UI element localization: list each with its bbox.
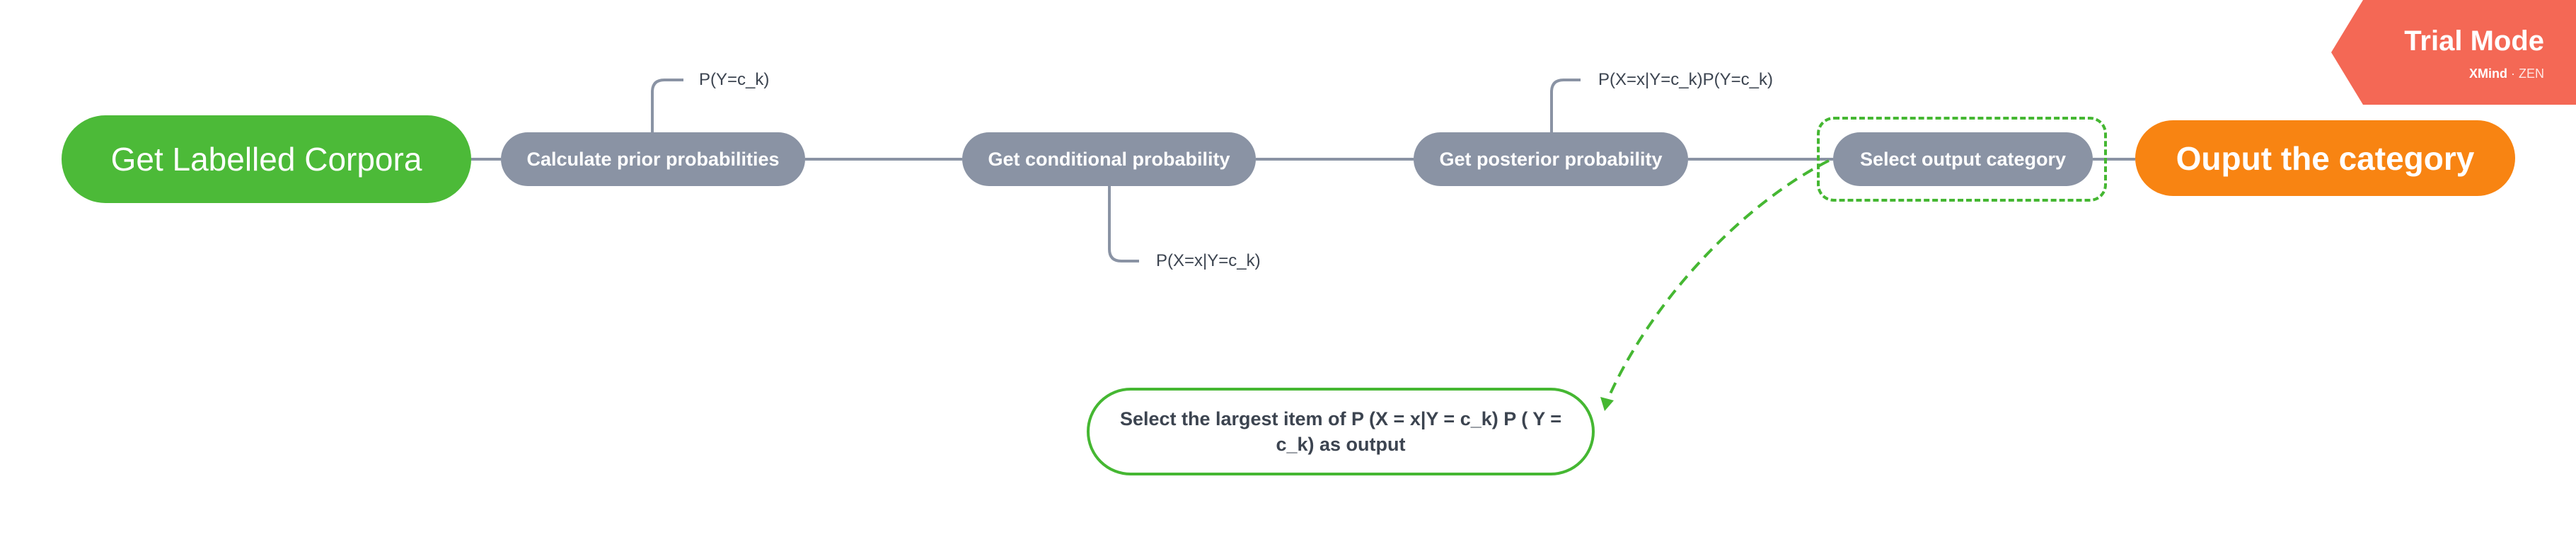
step-posterior-probability-label: Get posterior probability	[1439, 148, 1663, 170]
step-conditional-probability-label: Get conditional probability	[988, 148, 1230, 170]
leaf-prior[interactable]: P(Y=c_k)	[699, 69, 769, 91]
selection-frame	[1817, 117, 2107, 202]
relationship-arrowhead	[1600, 397, 1614, 411]
leaf-posterior-label: P(X=x|Y=c_k)P(Y=c_k)	[1598, 70, 1773, 89]
relationship-curve	[1605, 159, 1830, 404]
connector-step1-to-leaf-prior	[651, 79, 683, 132]
root-topic-label: Get Labelled Corpora	[110, 141, 422, 178]
step-conditional-probability[interactable]: Get conditional probability	[962, 132, 1256, 186]
step-calculate-prior-label: Calculate prior probabilities	[526, 148, 780, 170]
relationship-note[interactable]: Select the largest item of P (X = x|Y = …	[1087, 388, 1595, 475]
step-select-output-category[interactable]: Select output category	[1833, 132, 2093, 186]
trial-badge-shape	[2331, 0, 2576, 105]
end-topic-label: Ouput the category	[2176, 139, 2475, 177]
brand-name: XMind	[2469, 67, 2507, 81]
root-topic[interactable]: Get Labelled Corpora	[62, 115, 471, 203]
step-calculate-prior[interactable]: Calculate prior probabilities	[501, 132, 805, 186]
connector-step2-to-leaf-conditional	[1108, 186, 1139, 262]
trial-mode-brand: XMind · ZEN	[2469, 67, 2544, 81]
edition-name: ZEN	[2519, 67, 2544, 81]
end-topic[interactable]: Ouput the category	[2135, 120, 2515, 196]
step-posterior-probability[interactable]: Get posterior probability	[1414, 132, 1688, 186]
leaf-posterior[interactable]: P(X=x|Y=c_k)P(Y=c_k)	[1598, 69, 1773, 91]
relationship-note-label: Select the largest item of P (X = x|Y = …	[1119, 408, 1562, 455]
edition-separator: ·	[2507, 67, 2519, 81]
trial-mode-badge[interactable]: Trial Mode XMind · ZEN	[2331, 0, 2576, 106]
step-select-output-category-label: Select output category	[1859, 148, 2067, 170]
leaf-conditional-label: P(X=x|Y=c_k)	[1156, 251, 1261, 270]
connector-step3-to-leaf-posterior	[1550, 79, 1581, 132]
leaf-conditional[interactable]: P(X=x|Y=c_k)	[1156, 250, 1261, 272]
leaf-prior-label: P(Y=c_k)	[699, 70, 770, 89]
trial-mode-title: Trial Mode	[2404, 25, 2544, 57]
